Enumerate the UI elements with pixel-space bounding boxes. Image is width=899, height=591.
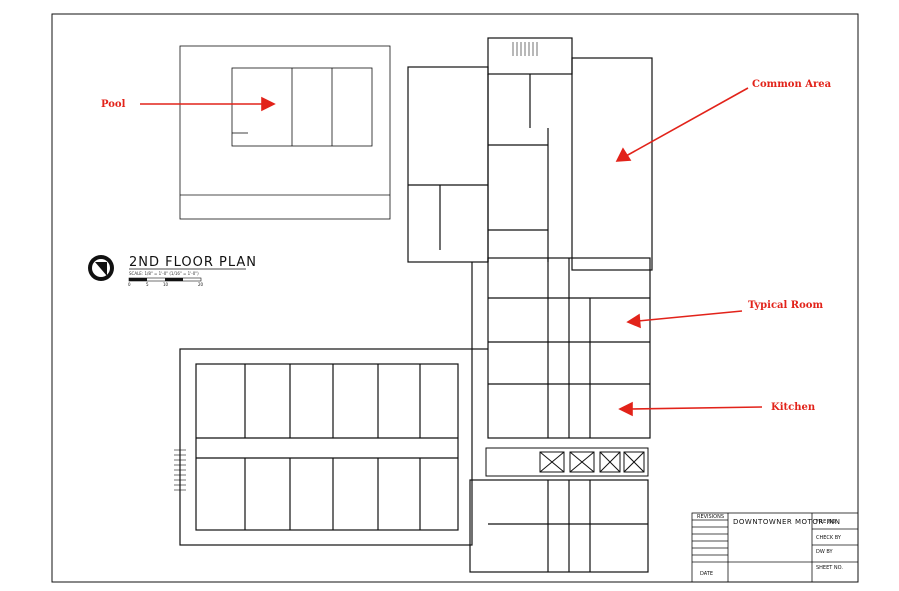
drawing-title: 2ND FLOOR PLAN <box>129 255 258 270</box>
central-room-block <box>487 257 651 439</box>
west-wing-walls <box>179 262 488 546</box>
scale-tick-label: 10 <box>163 282 169 287</box>
pool-deck <box>179 45 391 220</box>
annotation-pool: Pool <box>101 99 126 110</box>
sheet-border <box>51 13 859 583</box>
annotation-common-area: Common Area <box>752 79 832 90</box>
title-block-date: DATE <box>700 571 714 577</box>
annotation-typical-room: Typical Room <box>748 300 824 311</box>
title-block-check-by: CHECK BY <box>816 535 841 541</box>
scale-tick-label: 0 <box>128 282 131 287</box>
stair-west <box>174 449 186 491</box>
title-block-sheet-no: SHEET NO. <box>816 565 843 571</box>
annotation-kitchen: Kitchen <box>771 402 816 413</box>
scale-note: SCALE: 1/8" = 1'-0" (1/16" = 1'-0") <box>129 271 199 276</box>
annotation-arrows <box>140 87 763 417</box>
south-east-rooms <box>469 479 649 573</box>
north-wing-walls <box>407 37 653 271</box>
title-block-dw-by: DW BY <box>816 549 833 555</box>
title-block <box>691 512 859 583</box>
title-block-project: DOWNTOWNER MOTOR INN <box>733 518 841 526</box>
scale-tick-label: 20 <box>198 282 204 287</box>
north-arrow-icon <box>88 255 114 281</box>
stair-north <box>512 42 538 56</box>
scale-tick-label: 5 <box>146 282 149 287</box>
service-core <box>485 447 649 477</box>
title-block-file-no: FILE NO. <box>816 519 837 525</box>
scale-bar <box>128 277 202 282</box>
title-block-revisions: REVISIONS <box>697 514 725 520</box>
